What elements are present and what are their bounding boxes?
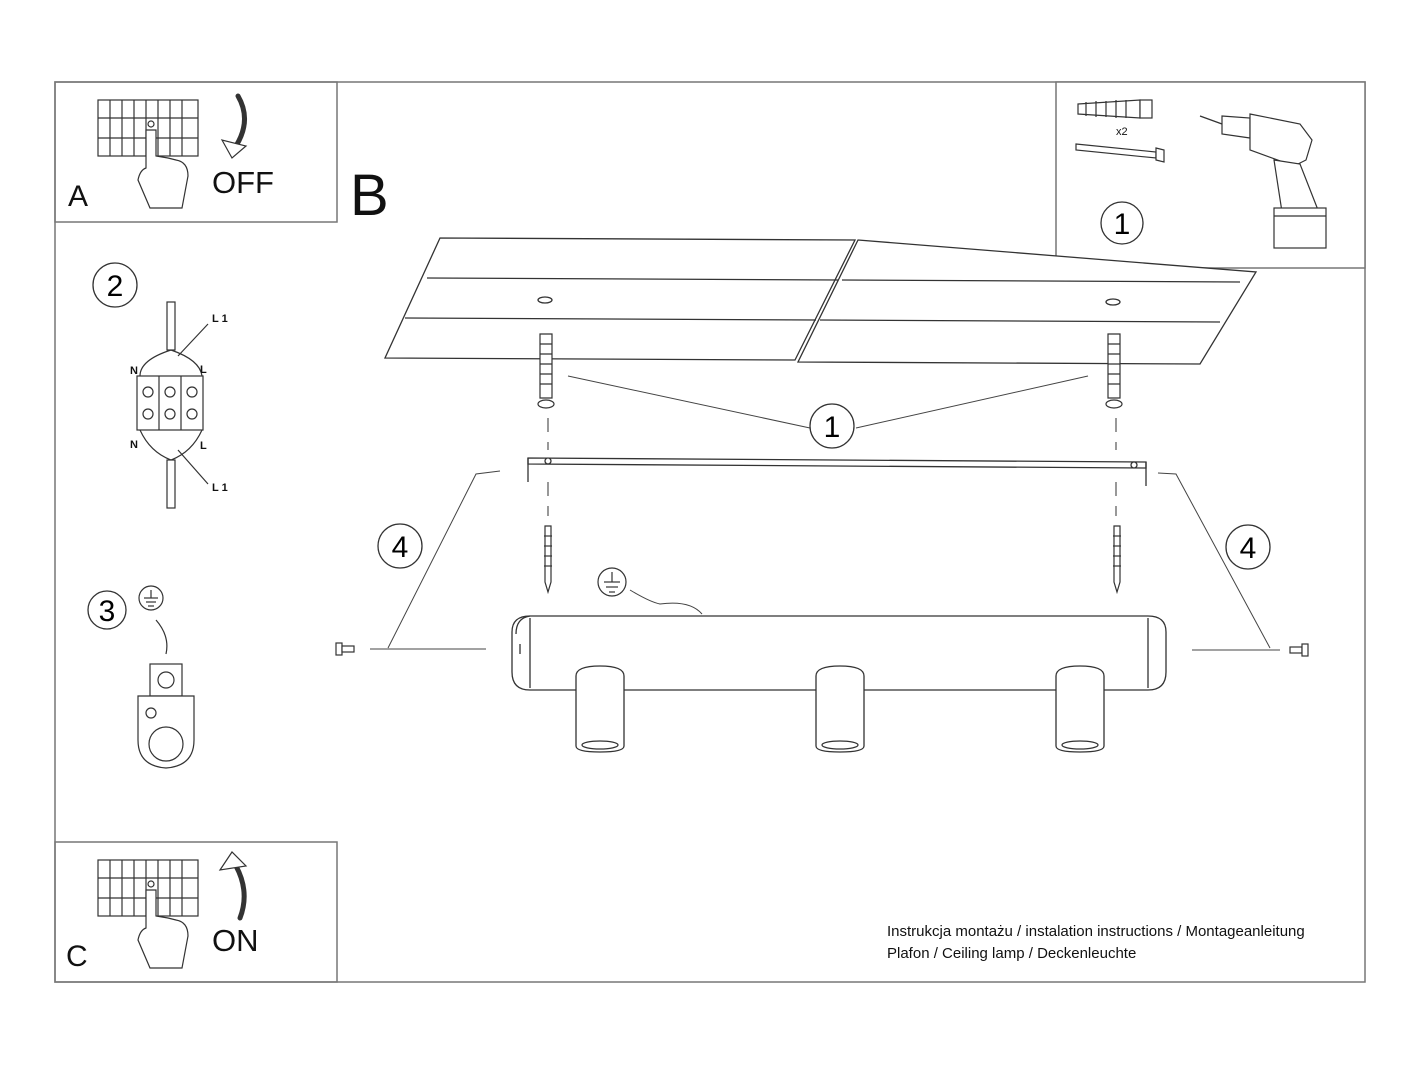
panel-c-box xyxy=(54,841,338,983)
wiring-diagram xyxy=(136,301,209,509)
side-screw-right xyxy=(1289,643,1309,657)
wire-label-phase-bottom: L 1 xyxy=(212,482,228,494)
tools-step-number: 1 xyxy=(1114,208,1131,241)
section-b-letter: B xyxy=(350,163,389,228)
wire-label-live-out: L xyxy=(200,440,207,452)
panel-c-letter: C xyxy=(66,940,88,973)
step-4-circle-left xyxy=(377,523,423,569)
spotlight-2 xyxy=(815,665,865,753)
mounting-bracket xyxy=(527,457,1147,486)
wire-label-live-in: L xyxy=(200,364,207,376)
earth-terminal xyxy=(137,619,195,769)
wire-label-phase-top: L 1 xyxy=(212,313,228,325)
tools-step-1-circle xyxy=(1100,201,1144,245)
ground-symbol-icon xyxy=(138,585,164,611)
step-2-circle xyxy=(92,262,138,308)
drill-icon xyxy=(1199,113,1327,249)
step-4-circle-right xyxy=(1225,524,1271,570)
dowel-icon xyxy=(1077,99,1153,119)
hand-icon xyxy=(137,889,189,969)
step-1-number: 1 xyxy=(824,411,841,444)
step-2-number: 2 xyxy=(107,270,124,303)
step-4-number-left: 4 xyxy=(392,531,409,564)
hand-icon xyxy=(137,129,189,209)
side-screw-left xyxy=(335,642,355,656)
outer-frame xyxy=(54,81,1366,983)
screw-icon xyxy=(1075,143,1165,163)
assembly-guides xyxy=(547,418,1117,516)
ceiling-lamp xyxy=(511,615,1167,691)
arrow-up-icon xyxy=(233,863,247,921)
step-4-number-right: 4 xyxy=(1240,532,1257,565)
wire-label-neutral-out: N xyxy=(130,439,138,451)
spotlight-1 xyxy=(575,665,625,753)
wire-label-neutral-in: N xyxy=(130,365,138,377)
footer-subtitle: Plafon / Ceiling lamp / Deckenleuchte xyxy=(887,945,1137,962)
step-3-number: 3 xyxy=(99,595,116,628)
ceiling-anchor-left xyxy=(537,333,555,409)
step-3-circle xyxy=(87,590,127,630)
bracket-screw-right xyxy=(1113,525,1121,595)
ceiling-panels xyxy=(383,237,1258,365)
step-1-circle xyxy=(809,403,855,449)
spotlight-3 xyxy=(1055,665,1105,753)
switch-on-label: ON xyxy=(212,923,259,958)
ceiling-anchor-right xyxy=(1105,333,1123,409)
leader-lines xyxy=(370,375,1280,651)
arrow-down-icon xyxy=(233,93,247,149)
ground-symbol-icon xyxy=(597,567,627,597)
switch-off-label: OFF xyxy=(212,165,274,200)
dowel-quantity: x2 xyxy=(1116,126,1128,138)
bracket-screw-left xyxy=(544,525,552,595)
panel-a-letter: A xyxy=(68,180,89,213)
panel-a-box xyxy=(54,81,338,223)
footer-title: Instrukcja montażu / instalation instruc… xyxy=(887,923,1305,940)
